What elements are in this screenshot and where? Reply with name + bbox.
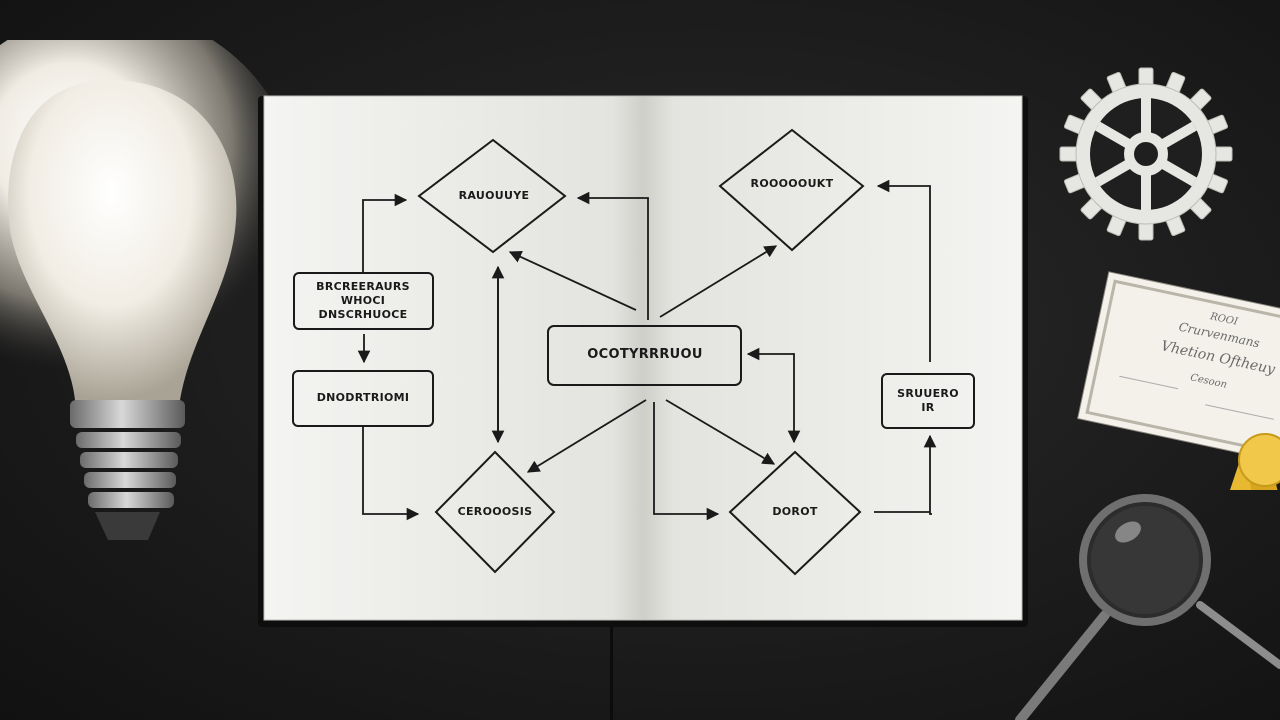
magnifying-glass-icon [1015, 494, 1280, 720]
node-left-box-label: BRCREERAURS WHOCI DNSCRHUOCE [316, 280, 410, 322]
node-right-box-label: SRUUERO IR [897, 387, 959, 415]
light-bulb-icon [0, 40, 300, 540]
node-left-box-2-label: DNODRTRIOMI [316, 391, 410, 404]
node-left-box-line-2: WHOCI [340, 294, 386, 307]
node-left-box-line-1: BRCREERAURS [316, 280, 410, 293]
ribbon-seal-icon [1230, 433, 1280, 490]
node-left-box-line-3: DNSCRHUOCE [318, 308, 408, 321]
node-right-box-line-1: SRUUERO [897, 387, 959, 400]
node-bottom-left-diamond-label: CEROOOSIS [457, 505, 533, 518]
node-right-box-line-2: IR [921, 401, 935, 414]
node-top-right-diamond-label: ROOOOOUKT [750, 177, 834, 190]
open-notebook: RAUOUUYE ROOOOOUKT BRCREERAURS WHOCI DNS… [258, 92, 1028, 627]
node-bottom-right-diamond-label: DOROT [772, 505, 818, 518]
flowchart-diagram [258, 95, 1028, 627]
gear-icon [1059, 67, 1233, 241]
node-top-left-diamond-label: RAUOUUYE [458, 189, 530, 202]
node-center-box-label: OCOTYRRRUOU [587, 347, 703, 362]
certificate: ROOI Crurvenmans Vhetion Oftheuy Cesoon [1070, 270, 1280, 490]
desk-seam [610, 620, 613, 720]
